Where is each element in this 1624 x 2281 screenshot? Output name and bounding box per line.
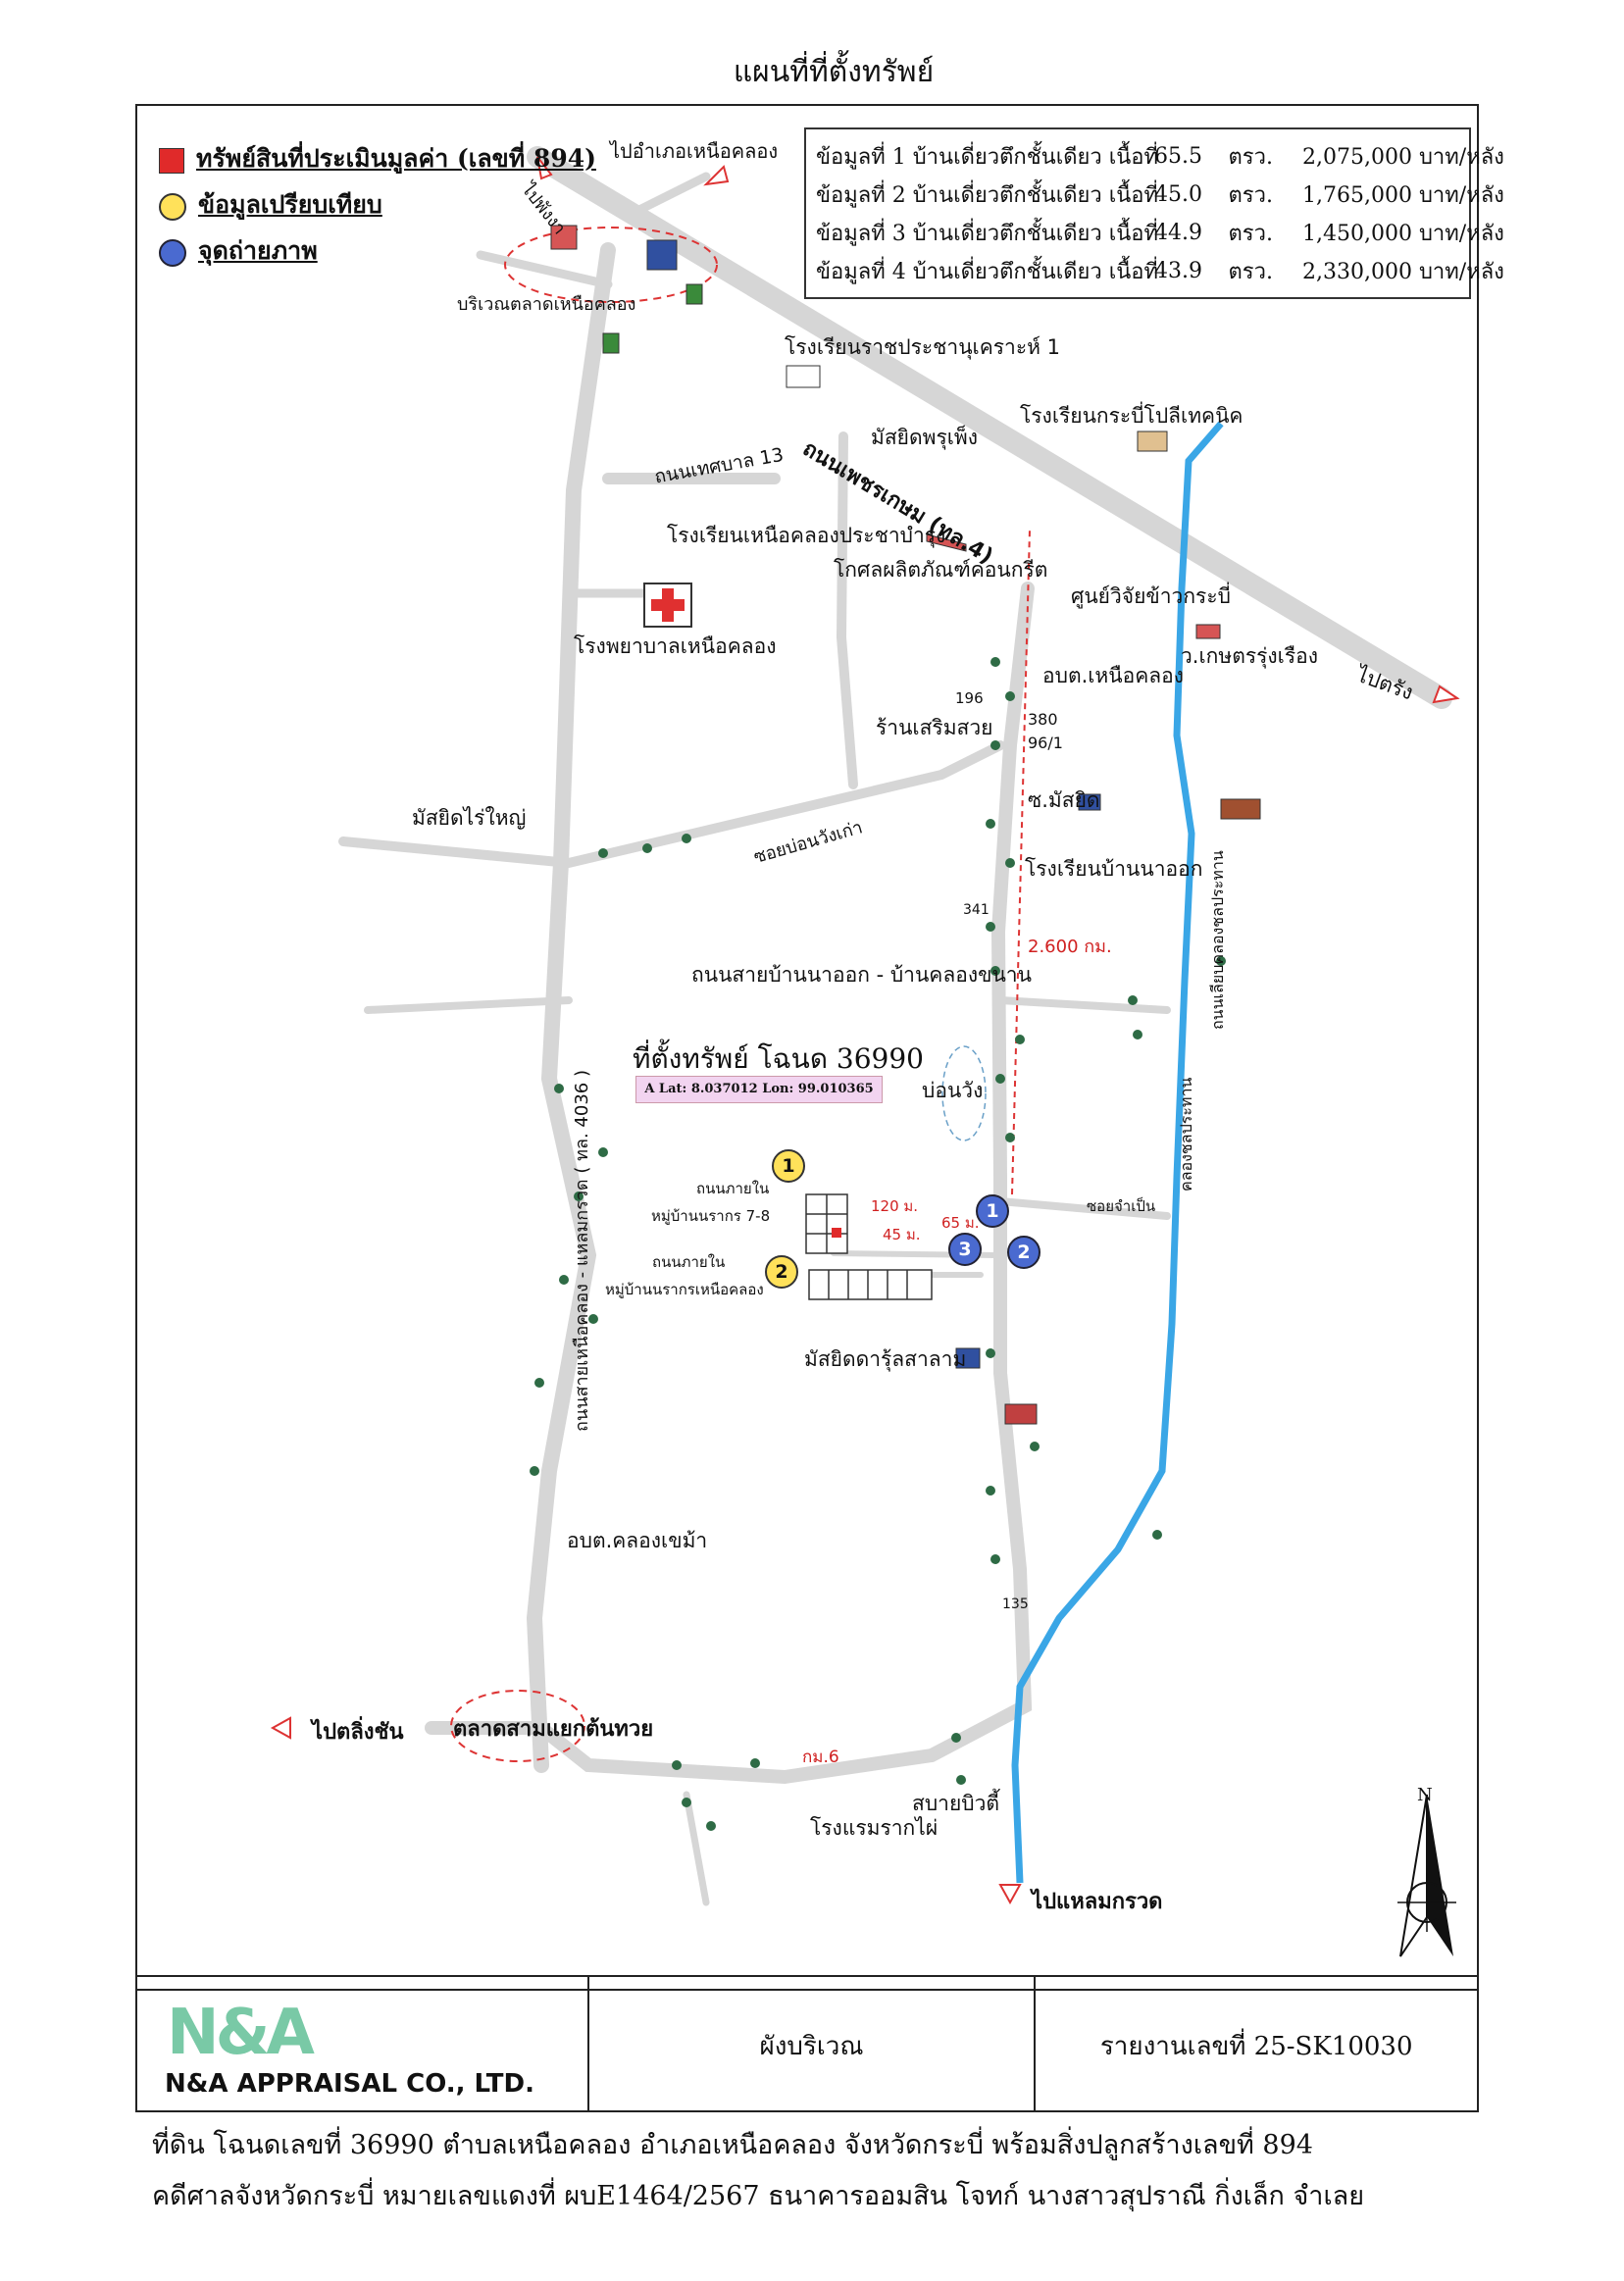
label-property: ที่ตั้งทรัพย์ โฉนด 36990: [633, 1042, 924, 1075]
label-obt-nuea: อบต.เหนือคลอง: [1042, 664, 1185, 687]
label-hospital: โรงพยาบาลเหนือคลอง: [574, 634, 777, 658]
table-row: ข้อมูลที่ 1 บ้านเดี่ยวตึกชั้นเดียว เนื้อ…: [816, 144, 1504, 170]
road-bottom-extra: [683, 1791, 710, 1906]
company-cell: N&A N&A APPRAISAL CO., LTD.: [137, 1977, 589, 2110]
page-title: แผนที่ที่ตั้งทรัพย์: [733, 55, 935, 89]
north-arrow-icon: [1397, 1794, 1456, 1957]
caption-line-1: ที่ดิน โฉนดเลขที่ 36990 ตำบลเหนือคลอง อำ…: [152, 2130, 1313, 2160]
label-soi-mosque: ซ.มัสยิด: [1028, 788, 1100, 812]
irrigation-canal: [1011, 421, 1224, 1884]
label-market-sam: ตลาดสามแยกต้นทวย: [453, 1716, 654, 1742]
market-area-circle: [504, 227, 718, 303]
label-village-2: หมู่บ้านนรากรเหนือคลอง: [605, 1281, 764, 1298]
map-frame: [135, 104, 1479, 1991]
label-n380: 380: [1028, 710, 1058, 729]
market-sam-circle: [450, 1690, 585, 1762]
label-school-rat: โรงเรียนราชประชานุเคราะห์ 1: [785, 335, 1060, 359]
photo-badge-2: 2: [1007, 1236, 1040, 1269]
footer: N&A N&A APPRAISAL CO., LTD. ผังบริเวณ รา…: [135, 1975, 1479, 2112]
pond-circle: [941, 1045, 987, 1141]
photo-badge-1: 1: [976, 1194, 1009, 1228]
comparable-badge-1: 1: [772, 1149, 805, 1183]
road-soi-bo: [338, 740, 1005, 869]
arrow-icon: [270, 1716, 291, 1740]
legend-item-photo: จุดถ่ายภาพ: [159, 231, 318, 271]
label-inner-road-2: ถนนภายใน: [652, 1253, 726, 1271]
building-icons: [550, 225, 1261, 1425]
label-krabi-poly: โรงเรียนกระบี่โปลีเทคนิค: [1020, 404, 1243, 428]
label-road-left: ถนนสายเหนือคลอง - แหลมกรวด ( ทล. 4036 ): [572, 1070, 592, 1432]
label-road-right: ถนนเลียบคลองชลประทาน: [1208, 850, 1227, 1030]
hospital-icon: [643, 583, 692, 628]
label-to-ling: ไปตลิ่งชัน: [312, 1719, 404, 1745]
table-row: ข้อมูลที่ 3 บ้านเดี่ยวตึกชั้นเดียว เนื้อ…: [816, 221, 1504, 246]
road-bottom: [425, 582, 1035, 1785]
legend-item-property: ทรัพย์สินที่ประเมินมูลค่า (เลขที่ 894): [159, 139, 596, 178]
road-na-ok: [364, 996, 1171, 1014]
label-canal: คลองชลประทาน: [1177, 1077, 1195, 1191]
label-km6: กม.6: [802, 1748, 839, 1767]
table-row: ข้อมูลที่ 2 บ้านเดี่ยวตึกชั้นเดียว เนื้อ…: [816, 182, 1504, 208]
photo-badge-3: 3: [948, 1233, 982, 1266]
arrow-icon: [998, 1884, 1022, 1905]
report-cell: รายงานเลขที่ 25-SK10030: [1036, 1977, 1477, 2110]
label-to-nuea-khlong: ไปอำเภอเหนือคลอง: [610, 139, 779, 163]
label-d45: 45 ม.: [883, 1226, 921, 1243]
yellow-circle-icon: [159, 192, 186, 221]
label-pond: บ่อนวัง: [922, 1079, 984, 1102]
company-name: N&A APPRAISAL CO., LTD.: [165, 2069, 534, 2099]
label-sabai: สบายบิวตี้: [912, 1792, 1000, 1815]
direction-arrows: [270, 156, 1460, 1905]
label-road-na: ถนนสายบ้านนาออก - บ้านคลองขนาน: [691, 963, 1032, 987]
red-square-icon: [159, 147, 184, 174]
arrow-icon: [1432, 684, 1460, 704]
label-mosque-rai: มัสยิดไร่ใหญ่: [412, 806, 527, 830]
north-label: N: [1417, 1785, 1433, 1805]
label-school-nuea: โรงเรียนเหนือคลองประชาบำรุง: [667, 524, 946, 547]
label-distance: 2.600 กม.: [1028, 937, 1112, 957]
road-phetkasem: [527, 146, 1452, 709]
label-hotel: โรงแรมรากไผ่: [810, 1816, 939, 1840]
label-shop: ร้านเสริมสวย: [876, 716, 993, 739]
label-d65: 65 ม.: [941, 1214, 980, 1232]
label-d120: 120 ม.: [871, 1197, 919, 1215]
label-n135: 135: [1002, 1597, 1029, 1612]
comparables-table: ข้อมูลที่ 1 บ้านเดี่ยวตึกชั้นเดียว เนื้อ…: [804, 127, 1504, 299]
plan-label: ผังบริเวณ: [759, 2032, 864, 2061]
road-top-left: [476, 172, 711, 289]
label-school-na: โรงเรียนบ้านนาออก: [1025, 857, 1203, 881]
label-soi-jam: ซอยจำเป็น: [1087, 1197, 1156, 1215]
label-n96-1: 96/1: [1028, 734, 1063, 752]
road-mid: [836, 431, 858, 789]
road-left-main: [526, 242, 616, 1773]
road-soi-jam: [996, 1197, 1171, 1220]
company-logo: N&A: [167, 1997, 315, 2069]
label-obt-khlong: อบต.คลองเขม้า: [567, 1529, 708, 1552]
legend-item-comparable: ข้อมูลเปรียบเทียบ: [159, 185, 382, 225]
label-n341: 341: [963, 902, 990, 918]
arrow-icon: [536, 156, 553, 180]
caption-line-2: คดีศาลจังหวัดกระบี่ หมายเลขแดงที่ ผบE146…: [152, 2181, 1365, 2211]
report-number: รายงานเลขที่ 25-SK10030: [1099, 2032, 1413, 2061]
label-to-laem: ไปแหลมกรวด: [1032, 1889, 1163, 1914]
coords-label: A Lat: 8.037012 Lon: 99.010365: [635, 1076, 883, 1103]
blue-circle-camera-icon: [159, 238, 186, 267]
arrow-icon: [703, 165, 730, 186]
subject-property-marker: [832, 1228, 841, 1238]
plan-cell: ผังบริเวณ: [589, 1977, 1037, 2110]
distance-line: [1011, 529, 1031, 1195]
label-kaset: ว.เกษตรรุ่งเรือง: [1181, 644, 1318, 668]
label-village-1: หมู่บ้านนรากร 7-8: [651, 1207, 771, 1225]
trees: [530, 657, 1226, 1831]
comparable-badge-2: 2: [765, 1255, 798, 1289]
label-rice-center: ศูนย์วิจัยข้าวกระบี่: [1071, 584, 1231, 608]
label-market-area: บริเวณตลาดเหนือคลอง: [457, 294, 636, 315]
label-mosque-dar: มัสยิดดารุ้ลสาลาม: [804, 1347, 967, 1371]
label-mosque-phru: มัสยิดพรุเพ็ง: [871, 426, 978, 449]
table-row: ข้อมูลที่ 4 บ้านเดี่ยวตึกชั้นเดียว เนื้อ…: [816, 259, 1504, 284]
label-n196: 196: [955, 689, 984, 707]
label-concrete: โกศลผลิตภัณฑ์คอนกรีต: [834, 558, 1048, 582]
label-inner-road-1: ถนนภายใน: [696, 1180, 770, 1197]
